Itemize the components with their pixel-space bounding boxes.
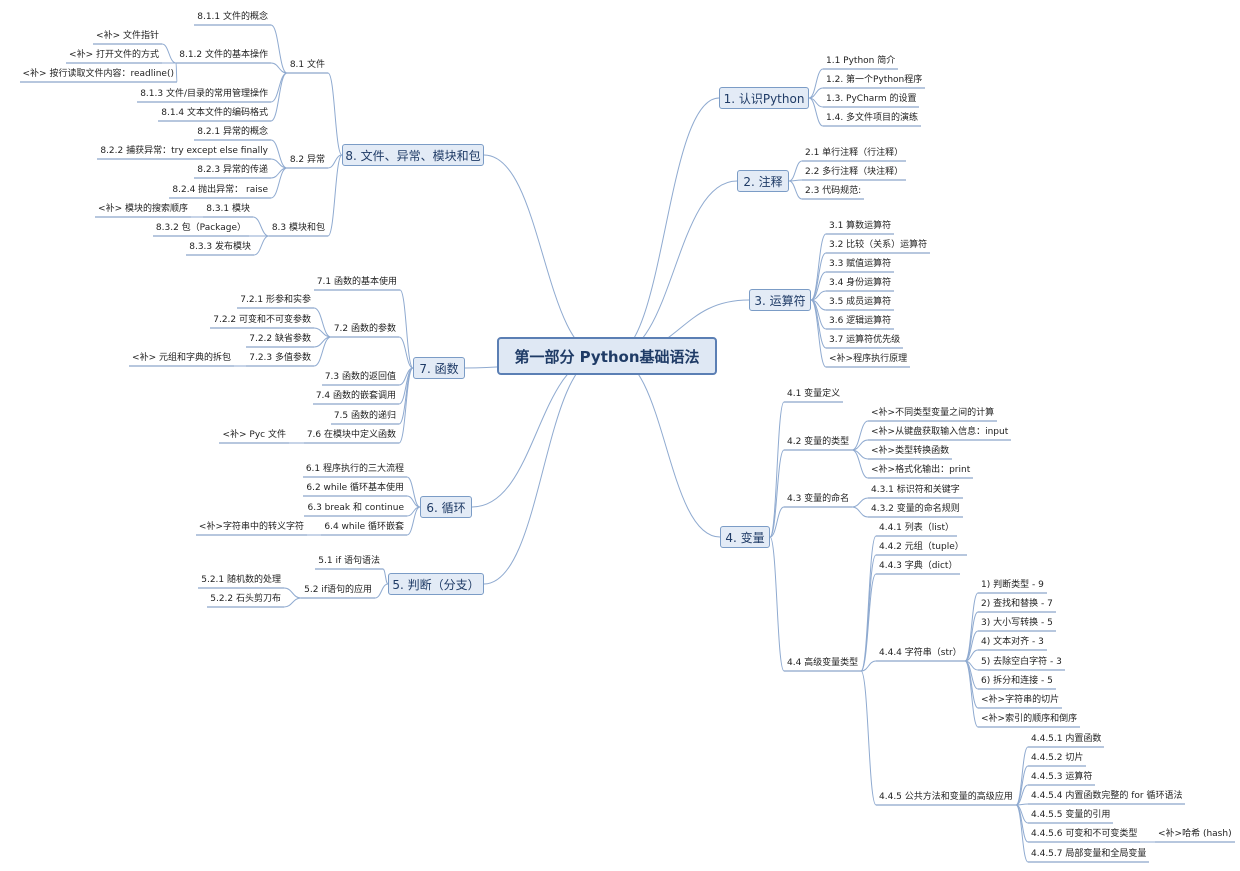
node-n4-2[interactable]: 4.2 变量的类型 [787,437,850,447]
node-c5[interactable]: 4.4.5.5 变量的引用 [1031,810,1111,820]
node-n4-4-3[interactable]: 4.4.3 字典（dict） [879,561,958,571]
node-c1[interactable]: 4.4.5.1 内置函数 [1031,734,1102,744]
node-n2-3[interactable]: 2.3 代码规范: [805,186,862,196]
node-n3-3[interactable]: 3.3 赋值运算符 [829,259,892,269]
node-s1[interactable]: 1) 判断类型 - 9 [981,580,1044,590]
node-n8-1-2c[interactable]: <补> 按行读取文件内容：readline() [22,69,174,79]
node-n8-1-2[interactable]: 8.1.2 文件的基本操作 [179,50,268,60]
node-n8-2-2[interactable]: 8.2.2 捕获异常：try except else finally [100,146,268,156]
node-s2[interactable]: 2) 查找和替换 - 7 [981,599,1053,609]
topic-4-variables[interactable]: 4. 变量 [720,526,770,548]
node-n3-5[interactable]: 3.5 成员运算符 [829,297,892,307]
node-c7[interactable]: 4.4.5.7 局部变量和全局变量 [1031,849,1147,859]
node-n3-7[interactable]: 3.7 运算符优先级 [829,335,901,345]
node-s3[interactable]: 3) 大小写转换 - 5 [981,618,1053,628]
node-n6-1[interactable]: 6.1 程序执行的三大流程 [305,464,404,474]
node-n8-1-3[interactable]: 8.1.3 文件/目录的常用管理操作 [140,89,268,99]
node-n8-1-1[interactable]: 8.1.1 文件的概念 [197,12,268,22]
node-n7-2[interactable]: 7.2 函数的参数 [333,324,396,334]
node-n4-3[interactable]: 4.3 变量的命名 [787,494,850,504]
node-n7-2-3[interactable]: 7.2.3 多值参数 [249,353,311,363]
node-n4-2c[interactable]: <补>类型转换函数 [871,446,950,456]
node-n4-2b[interactable]: <补>从键盘获取输入信息：input [871,427,1009,437]
node-n6-3[interactable]: 6.3 break 和 continue [307,503,404,513]
node-n7-6[interactable]: 7.6 在模块中定义函数 [306,430,396,440]
node-n5-1[interactable]: 5.1 if 语句语法 [318,556,380,566]
node-n7-2-2b[interactable]: 7.2.2 缺省参数 [249,334,311,344]
central-topic[interactable]: 第一部分 Python基础语法 [497,337,717,375]
topic-1-intro-python[interactable]: 1. 认识Python [719,87,809,109]
node-n4-3-2[interactable]: 4.3.2 变量的命名规则 [871,504,960,514]
node-n8-3-1a[interactable]: <补> 模块的搜索顺序 [98,204,188,214]
node-n8-2-4[interactable]: 8.2.4 抛出异常： raise [172,185,268,195]
node-n4-2a[interactable]: <补>不同类型变量之间的计算 [871,408,995,418]
node-n8-1[interactable]: 8.1 文件 [289,60,325,70]
node-n4-1[interactable]: 4.1 变量定义 [787,389,841,399]
node-c3[interactable]: 4.4.5.3 运算符 [1031,772,1093,782]
node-n7-2-2a[interactable]: 7.2.2 可变和不可变参数 [213,315,311,325]
node-n1-4[interactable]: 1.4. 多文件项目的演练 [826,113,919,123]
node-n1-2[interactable]: 1.2. 第一个Python程序 [826,75,923,85]
node-n1-3[interactable]: 1.3. PyCharm 的设置 [826,94,917,104]
topic-8-file-exception[interactable]: 8. 文件、异常、模块和包 [342,144,484,166]
node-s4[interactable]: 4) 文本对齐 - 3 [981,637,1044,647]
node-c4[interactable]: 4.4.5.4 内置函数完整的 for 循环语法 [1031,791,1183,801]
node-n4-4-2[interactable]: 4.4.2 元组（tuple） [879,542,964,552]
node-n7-5[interactable]: 7.5 函数的递归 [333,411,396,421]
node-n6-2[interactable]: 6.2 while 循环基本使用 [306,483,404,493]
node-n8-1-2b[interactable]: <补> 打开文件的方式 [69,50,159,60]
node-n3-1[interactable]: 3.1 算数运算符 [829,221,892,231]
node-n4-3-1[interactable]: 4.3.1 标识符和关键字 [871,485,960,495]
node-n4-4-1[interactable]: 4.4.1 列表（list） [879,523,954,533]
node-n7-4[interactable]: 7.4 函数的嵌套调用 [315,391,396,401]
node-n2-2[interactable]: 2.2 多行注释（块注释） [805,167,904,177]
node-n8-2-1[interactable]: 8.2.1 异常的概念 [197,127,268,137]
node-n8-3-2[interactable]: 8.3.2 包（Package） [155,223,246,233]
node-n7-2-1[interactable]: 7.2.1 形参和实参 [240,295,311,305]
topic-2-comments[interactable]: 2. 注释 [737,170,789,192]
topic-5-branch[interactable]: 5. 判断（分支） [388,573,484,595]
node-n5-2-1[interactable]: 5.2.1 随机数的处理 [201,575,281,585]
node-s8[interactable]: <补>索引的顺序和倒序 [981,714,1078,724]
node-n5-2-2[interactable]: 5.2.2 石头剪刀布 [210,594,281,604]
node-n6-4[interactable]: 6.4 while 循环嵌套 [324,522,404,532]
node-n7-3[interactable]: 7.3 函数的返回值 [324,372,396,382]
node-n7-2-3a[interactable]: <补> 元组和字典的拆包 [132,353,231,363]
node-s6[interactable]: 6) 拆分和连接 - 5 [981,676,1053,686]
node-n4-4-4[interactable]: 4.4.4 字符串（str） [879,648,962,658]
node-n1-1[interactable]: 1.1 Python 简介 [826,56,896,66]
node-n8-2-3[interactable]: 8.2.3 异常的传递 [197,165,268,175]
node-n8-1-4[interactable]: 8.1.4 文本文件的编码格式 [161,108,268,118]
node-s5[interactable]: 5) 去除空白字符 - 3 [981,657,1062,667]
node-n3-6[interactable]: 3.6 逻辑运算符 [829,316,892,326]
node-n7-1[interactable]: 7.1 函数的基本使用 [316,277,397,287]
node-n3-4[interactable]: 3.4 身份运算符 [829,278,892,288]
node-n8-2[interactable]: 8.2 异常 [289,155,325,165]
node-c6a[interactable]: <补>哈希 (hash) [1158,829,1232,839]
topic-6-loop[interactable]: 6. 循环 [420,496,472,518]
topic-3-operators[interactable]: 3. 运算符 [749,289,811,311]
node-n2-1[interactable]: 2.1 单行注释（行注释） [805,148,904,158]
node-n3-s[interactable]: <补>程序执行原理 [829,354,908,364]
node-n8-3-3[interactable]: 8.3.3 发布模块 [189,242,251,252]
node-n4-4[interactable]: 4.4 高级变量类型 [787,658,859,668]
node-n6-4a[interactable]: <补>字符串中的转义字符 [198,522,304,532]
node-n8-3-1[interactable]: 8.3.1 模块 [206,204,250,214]
node-n7-6a[interactable]: <补> Pyc 文件 [222,430,286,440]
node-n4-4-5[interactable]: 4.4.5 公共方法和变量的高级应用 [879,792,1013,802]
node-c2[interactable]: 4.4.5.2 切片 [1031,753,1084,763]
node-n8-1-2a[interactable]: <补> 文件指针 [96,31,159,41]
node-n3-2[interactable]: 3.2 比较（关系）运算符 [829,240,928,250]
node-n5-2[interactable]: 5.2 if语句的应用 [304,585,372,595]
node-s7[interactable]: <补>字符串的切片 [981,695,1060,705]
node-n4-2d[interactable]: <补>格式化输出：print [871,465,971,475]
node-n8-3[interactable]: 8.3 模块和包 [271,223,325,233]
node-c6[interactable]: 4.4.5.6 可变和不可变类型 [1031,829,1138,839]
topic-7-function[interactable]: 7. 函数 [413,357,465,379]
